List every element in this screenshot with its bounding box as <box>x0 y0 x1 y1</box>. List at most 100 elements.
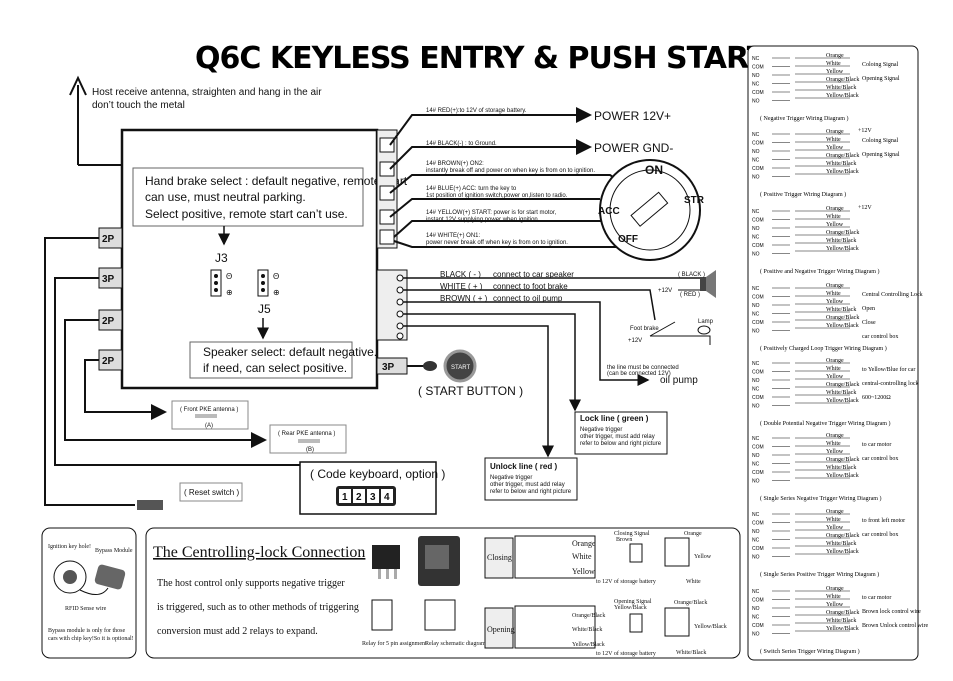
relay-terminal-label: NC <box>752 56 760 62</box>
closing-sub: Brown <box>616 537 632 543</box>
out-white-desc: connect to foot brake <box>493 282 568 291</box>
out-black-wire: BLACK ( - ) <box>440 270 481 279</box>
out-brown-desc: connect to oil pump <box>493 294 563 303</box>
side-right-label: to front left motor <box>862 517 905 524</box>
relay-terminal-label: NO <box>752 555 760 561</box>
keypad-key-label: 4 <box>384 492 390 503</box>
lock-line-body-2: other trigger, must add relay <box>580 434 655 440</box>
wire-label: Yellow <box>826 145 844 151</box>
wire-label: White <box>826 61 841 67</box>
opening-out-2: Yellow/Black <box>694 624 727 630</box>
closing-out-1: Orange <box>684 531 702 537</box>
side-diagram: NCCOMNONCCOMNOOrangeWhiteYellowOrange/Bl… <box>752 509 905 578</box>
wire-label: Orange/Black <box>826 457 859 463</box>
speaker-line-2: if need, can select positive. <box>203 361 347 375</box>
bypass-note-2: cars with chip key!So it is optional! <box>48 636 134 642</box>
hand-brake-line-3: Select positive, remote start can’t use. <box>145 207 348 221</box>
relay-terminal-label: NC <box>752 436 760 442</box>
side-right-label: to car motor <box>862 595 891 601</box>
wire-white-1: 14# WHITE(+) ON1: <box>426 233 481 239</box>
ignition-acc: ACC <box>598 206 620 217</box>
unlock-line-body-3: refer to below and right picture <box>490 489 572 495</box>
relay-terminal-label: NO <box>752 632 760 638</box>
opening-sub: Yellow/Black <box>614 605 647 611</box>
side-diagram: NCCOMNONCCOMNOOrangeWhiteYellowOrange/Bl… <box>752 53 900 122</box>
bypass-note-1: Bypass module is only for those <box>48 627 125 634</box>
wire-label: White/Black <box>826 465 856 471</box>
wire-label: White/Black <box>826 390 856 396</box>
relay-terminal-label: NC <box>752 235 760 241</box>
front-antenna-label: ( Front PKE antenna ) <box>180 407 238 413</box>
wire-label: Yellow/Black <box>826 169 859 175</box>
wire-label: Yellow <box>826 222 844 228</box>
lock-line-body-3: refer to below and right picture <box>580 441 662 447</box>
unlock-line-body-2: other trigger, must add relay <box>490 482 565 488</box>
lock-line-title: Lock line ( green ) <box>580 414 649 423</box>
closing-signal: Closing Signal <box>614 531 650 537</box>
side-right-label: to Yellow/Blue for car <box>862 366 915 373</box>
wire-label: White <box>826 291 841 297</box>
wire-label: Orange/Black <box>826 610 859 616</box>
closing-wire-3: Yellow <box>572 567 595 576</box>
port-label: 2P <box>102 356 115 367</box>
jumper-j3-label: J3 <box>215 251 228 265</box>
lock-line-box <box>574 411 668 455</box>
svg-text:⊕: ⊕ <box>273 288 280 297</box>
host-unit <box>120 128 379 390</box>
closing-battery: to 12V of storage battery <box>596 578 656 585</box>
relay-terminal-label: NC <box>752 387 760 393</box>
side-right-label: Coloing Signal <box>862 62 899 68</box>
side-right-label: car control box <box>862 334 898 340</box>
relay-terminal-label: NC <box>752 82 760 88</box>
relay-terminal-label: NC <box>752 589 760 595</box>
side-diagram-caption: ( Single Series Negative Trigger Wiring … <box>760 495 881 502</box>
central-lock-heading: The Centrolling-lock Connection <box>153 544 365 561</box>
ignition-switch-icon: ON ACC STR OFF <box>598 159 705 261</box>
wire-label: Yellow <box>826 69 844 75</box>
wire-label: White <box>826 214 841 220</box>
speaker-icon <box>700 270 716 298</box>
opening-wire-3: Yellow/Black <box>572 642 605 648</box>
wire-label: Orange/Black <box>826 230 859 236</box>
wire-black: 14# BLACK(-) : to Ground. <box>426 141 497 147</box>
wire-label: Yellow <box>826 449 844 455</box>
rear-antenna-tag: (B) <box>306 447 314 453</box>
oil-pump-note-1: the line must be connected <box>607 365 679 371</box>
side-right-label: Opening Signal <box>862 76 900 82</box>
side-right-label: to car motor <box>862 442 891 448</box>
relay-terminal-label: NO <box>752 303 760 309</box>
wire-label: Orange <box>826 586 844 592</box>
relay-terminal-label: NO <box>752 149 760 155</box>
ignition-off: OFF <box>618 234 638 245</box>
side-diagram-caption: ( Single Series Positive Trigger Wiring … <box>760 571 879 578</box>
side-right-label: Brown Unlock control wire <box>862 623 928 629</box>
relay-terminal-label: NO <box>752 73 760 79</box>
side-right-label: central-controlling lock <box>862 381 918 387</box>
opening-wire-2: White/Black <box>572 627 602 633</box>
foot-brake-12v: +12V <box>628 338 642 344</box>
closing-out-3: White <box>686 579 701 585</box>
code-keyboard-label: ( Code keyboard, option ) <box>310 467 445 481</box>
relay-terminal-label: COM <box>752 623 764 629</box>
relay-terminal-label: COM <box>752 598 764 604</box>
bypass-module-icon <box>94 564 126 590</box>
central-lock-body-1: The host control only supports negative … <box>157 578 345 589</box>
wire-label: Yellow/Black <box>826 398 859 404</box>
hand-brake-note <box>132 167 364 227</box>
start-button-icon <box>443 349 477 383</box>
keypad-key-label: 1 <box>342 492 348 503</box>
side-diagram: NCCOMNONCCOMNOOrangeWhiteYellowOrange/Bl… <box>752 128 900 198</box>
relay-terminal-label: NO <box>752 606 760 612</box>
side-right-label: Open <box>862 306 875 312</box>
relay-terminal-label: NC <box>752 209 760 215</box>
opening-out-3: White/Black <box>676 650 706 656</box>
relay-terminal-label: NC <box>752 462 760 468</box>
keypad-key <box>353 489 365 503</box>
ignition-on: ON <box>645 163 663 177</box>
wire-label: White <box>826 517 841 523</box>
speaker-note <box>189 341 353 379</box>
wire-yellow-1: 14# YELLOW(+) START: power is for start … <box>426 210 557 216</box>
relay-terminal-label: NC <box>752 158 760 164</box>
foot-brake-label: Foot brake <box>630 326 659 332</box>
